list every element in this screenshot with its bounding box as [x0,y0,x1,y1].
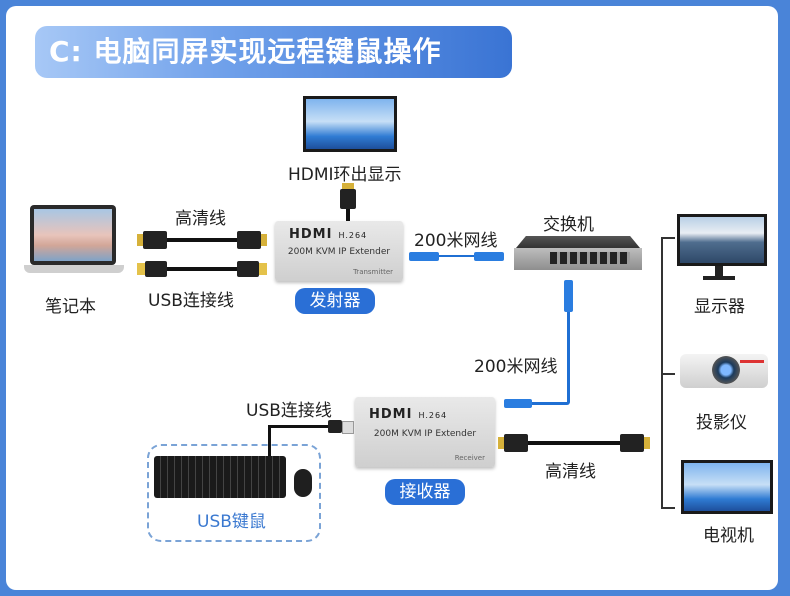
output-label-projector: 投影仪 [696,413,747,433]
usb-cable-top-label: USB连接线 [148,291,234,311]
receiver-codec: H.264 [418,411,448,420]
receiver-box: HDMI H.264 200M KVM IP Extender Receiver [355,397,495,467]
hdmi-loop-label: HDMI环出显示 [288,165,402,185]
page-title: C: 电脑同屏实现远程键鼠操作 [35,26,512,78]
transmitter-box: HDMI H.264 200M KVM IP Extender Transmitt… [275,221,403,281]
network-cable-right-label: 200米网线 [474,357,558,377]
transmitter-model: 200M KVM IP Extender [287,247,391,257]
laptop-icon [24,205,124,285]
transmitter-codec: H.264 [338,231,368,240]
laptop-label: 笔记本 [45,297,96,317]
keyboard-mouse-group [147,444,321,542]
switch-label: 交换机 [543,215,594,235]
usb-cable-bottom-label: USB连接线 [246,401,332,421]
transmitter-tag: 发射器 [295,288,375,314]
output-label-tv: 电视机 [703,526,754,546]
hdmi-cable-bottom-label: 高清线 [545,462,596,482]
receiver-tag: 接收器 [385,479,465,505]
hdmi-cable-top-label: 高清线 [175,209,226,229]
receiver-brand: HDMI [369,407,413,422]
network-cable-top-label: 200米网线 [414,231,498,251]
keyboard-mouse-label: USB键鼠 [197,512,266,532]
output-label-monitor: 显示器 [694,297,745,317]
transmitter-role: Transmitter [353,268,393,276]
receiver-role: Receiver [454,454,485,462]
receiver-model: 200M KVM IP Extender [373,429,477,439]
transmitter-brand: HDMI [289,227,333,242]
